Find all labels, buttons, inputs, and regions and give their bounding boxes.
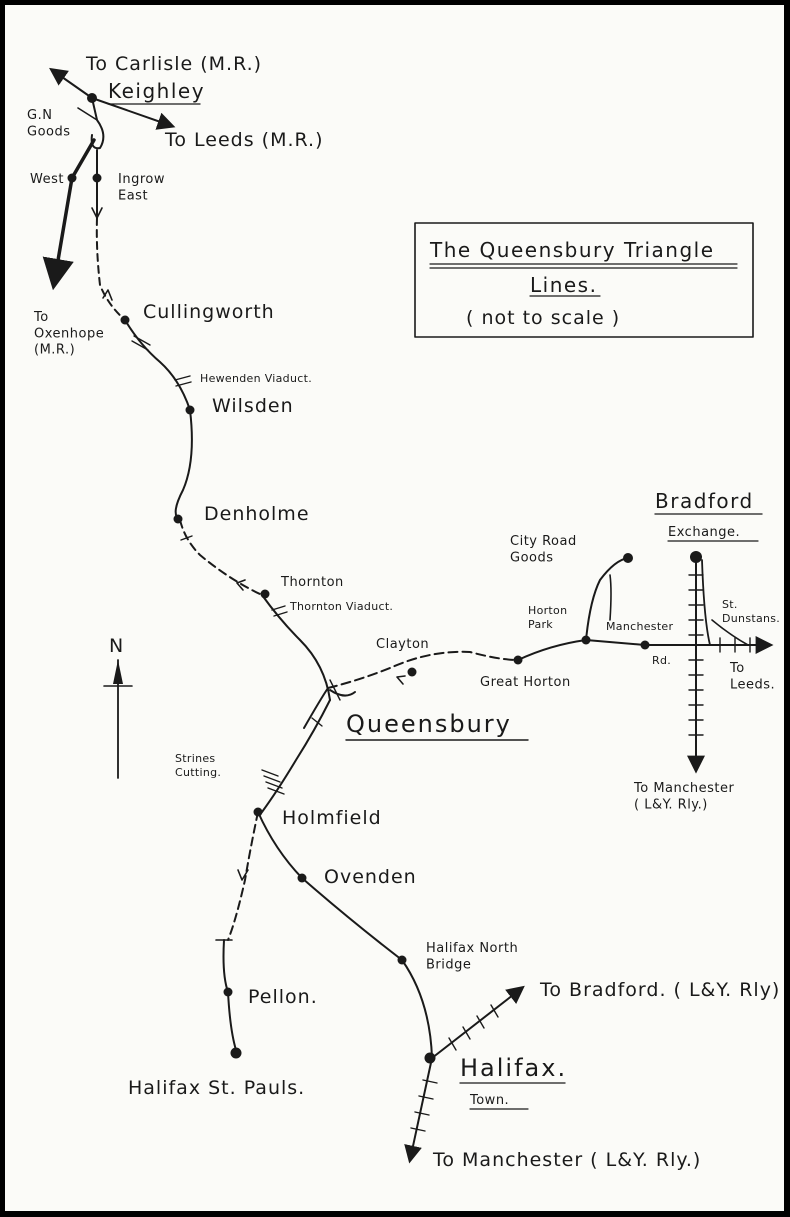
label-to-leeds-mr: To Leeds (M.R.) [164, 129, 324, 151]
thornton-station [260, 589, 270, 599]
halifax-st-pauls-station [230, 1047, 242, 1059]
label-denholme: Denholme [204, 503, 310, 525]
label-thornton: Thornton [280, 575, 344, 590]
north-arrow: N [103, 635, 133, 779]
label-halifax: Halifax. [460, 1054, 567, 1082]
label-great-horton: Great Horton [480, 675, 571, 690]
legend-line3: ( not to scale ) [466, 307, 620, 329]
halifax-north-bridge-station [397, 955, 407, 965]
label-holmfield: Holmfield [282, 807, 382, 829]
label-manchester-rd-suffix: Rd. [652, 654, 671, 667]
ingrow-east-station [92, 173, 102, 183]
triangle-lines [261, 551, 774, 813]
wilsden-station [185, 405, 195, 415]
label-town: Town. [469, 1093, 509, 1108]
label-to-carlisle: To Carlisle (M.R.) [85, 53, 262, 75]
legend-box: The Queensbury Triangle Lines. ( not to … [414, 222, 754, 338]
label-bradford: Bradford [655, 489, 754, 513]
label-pellon: Pellon. [248, 986, 318, 1008]
clayton-station [407, 667, 417, 677]
city-road-goods-depot [623, 553, 633, 563]
pellon-station [223, 987, 233, 997]
label-manchester-rd: Manchester [606, 620, 674, 633]
labels: To Carlisle (M.R.) Keighley To Leeds (M.… [27, 53, 780, 1171]
label-queensbury: Queensbury [346, 710, 512, 738]
legend-title: The Queensbury Triangle [429, 238, 715, 262]
horton-park-station [581, 635, 591, 645]
denholme-station [173, 514, 183, 524]
ovenden-station [297, 873, 307, 883]
label-exchange: Exchange. [668, 525, 740, 540]
label-ingrow-west: West [30, 172, 64, 187]
keighley-lines [42, 67, 176, 291]
label-to-manchester-halifax: To Manchester ( L&Y. Rly.) [432, 1149, 701, 1171]
label-st-dunstans: St.Dunstans. [722, 598, 780, 625]
holmfield-station [253, 807, 263, 817]
keighley-station [87, 93, 97, 103]
label-thornton-viaduct: Thornton Viaduct. [289, 600, 393, 613]
label-clayton: Clayton [376, 637, 429, 652]
halifax-town-station [424, 1052, 436, 1064]
label-ovenden: Ovenden [324, 866, 417, 888]
main-line-north [95, 217, 331, 701]
north-label: N [109, 635, 124, 657]
great-horton-station [513, 655, 523, 665]
label-hewenden-viaduct: Hewenden Viaduct. [200, 372, 312, 385]
label-to-bradford: To Bradford. ( L&Y. Rly) [539, 979, 780, 1001]
label-to-manchester-bradford: To Manchester( L&Y. Rly.) [633, 781, 734, 812]
ingrow-west-station [67, 173, 77, 183]
cullingworth-station [120, 315, 130, 325]
manchester-rd-station [640, 640, 650, 650]
label-cullingworth: Cullingworth [143, 301, 275, 323]
bradford-exchange-station [690, 551, 702, 563]
halifax-lines [215, 769, 525, 1164]
label-halifax-st-pauls: Halifax St. Pauls. [128, 1077, 305, 1099]
legend-line2: Lines. [530, 273, 597, 297]
map-sheet [5, 5, 784, 1211]
label-keighley: Keighley [108, 79, 205, 103]
label-wilsden: Wilsden [212, 395, 294, 417]
